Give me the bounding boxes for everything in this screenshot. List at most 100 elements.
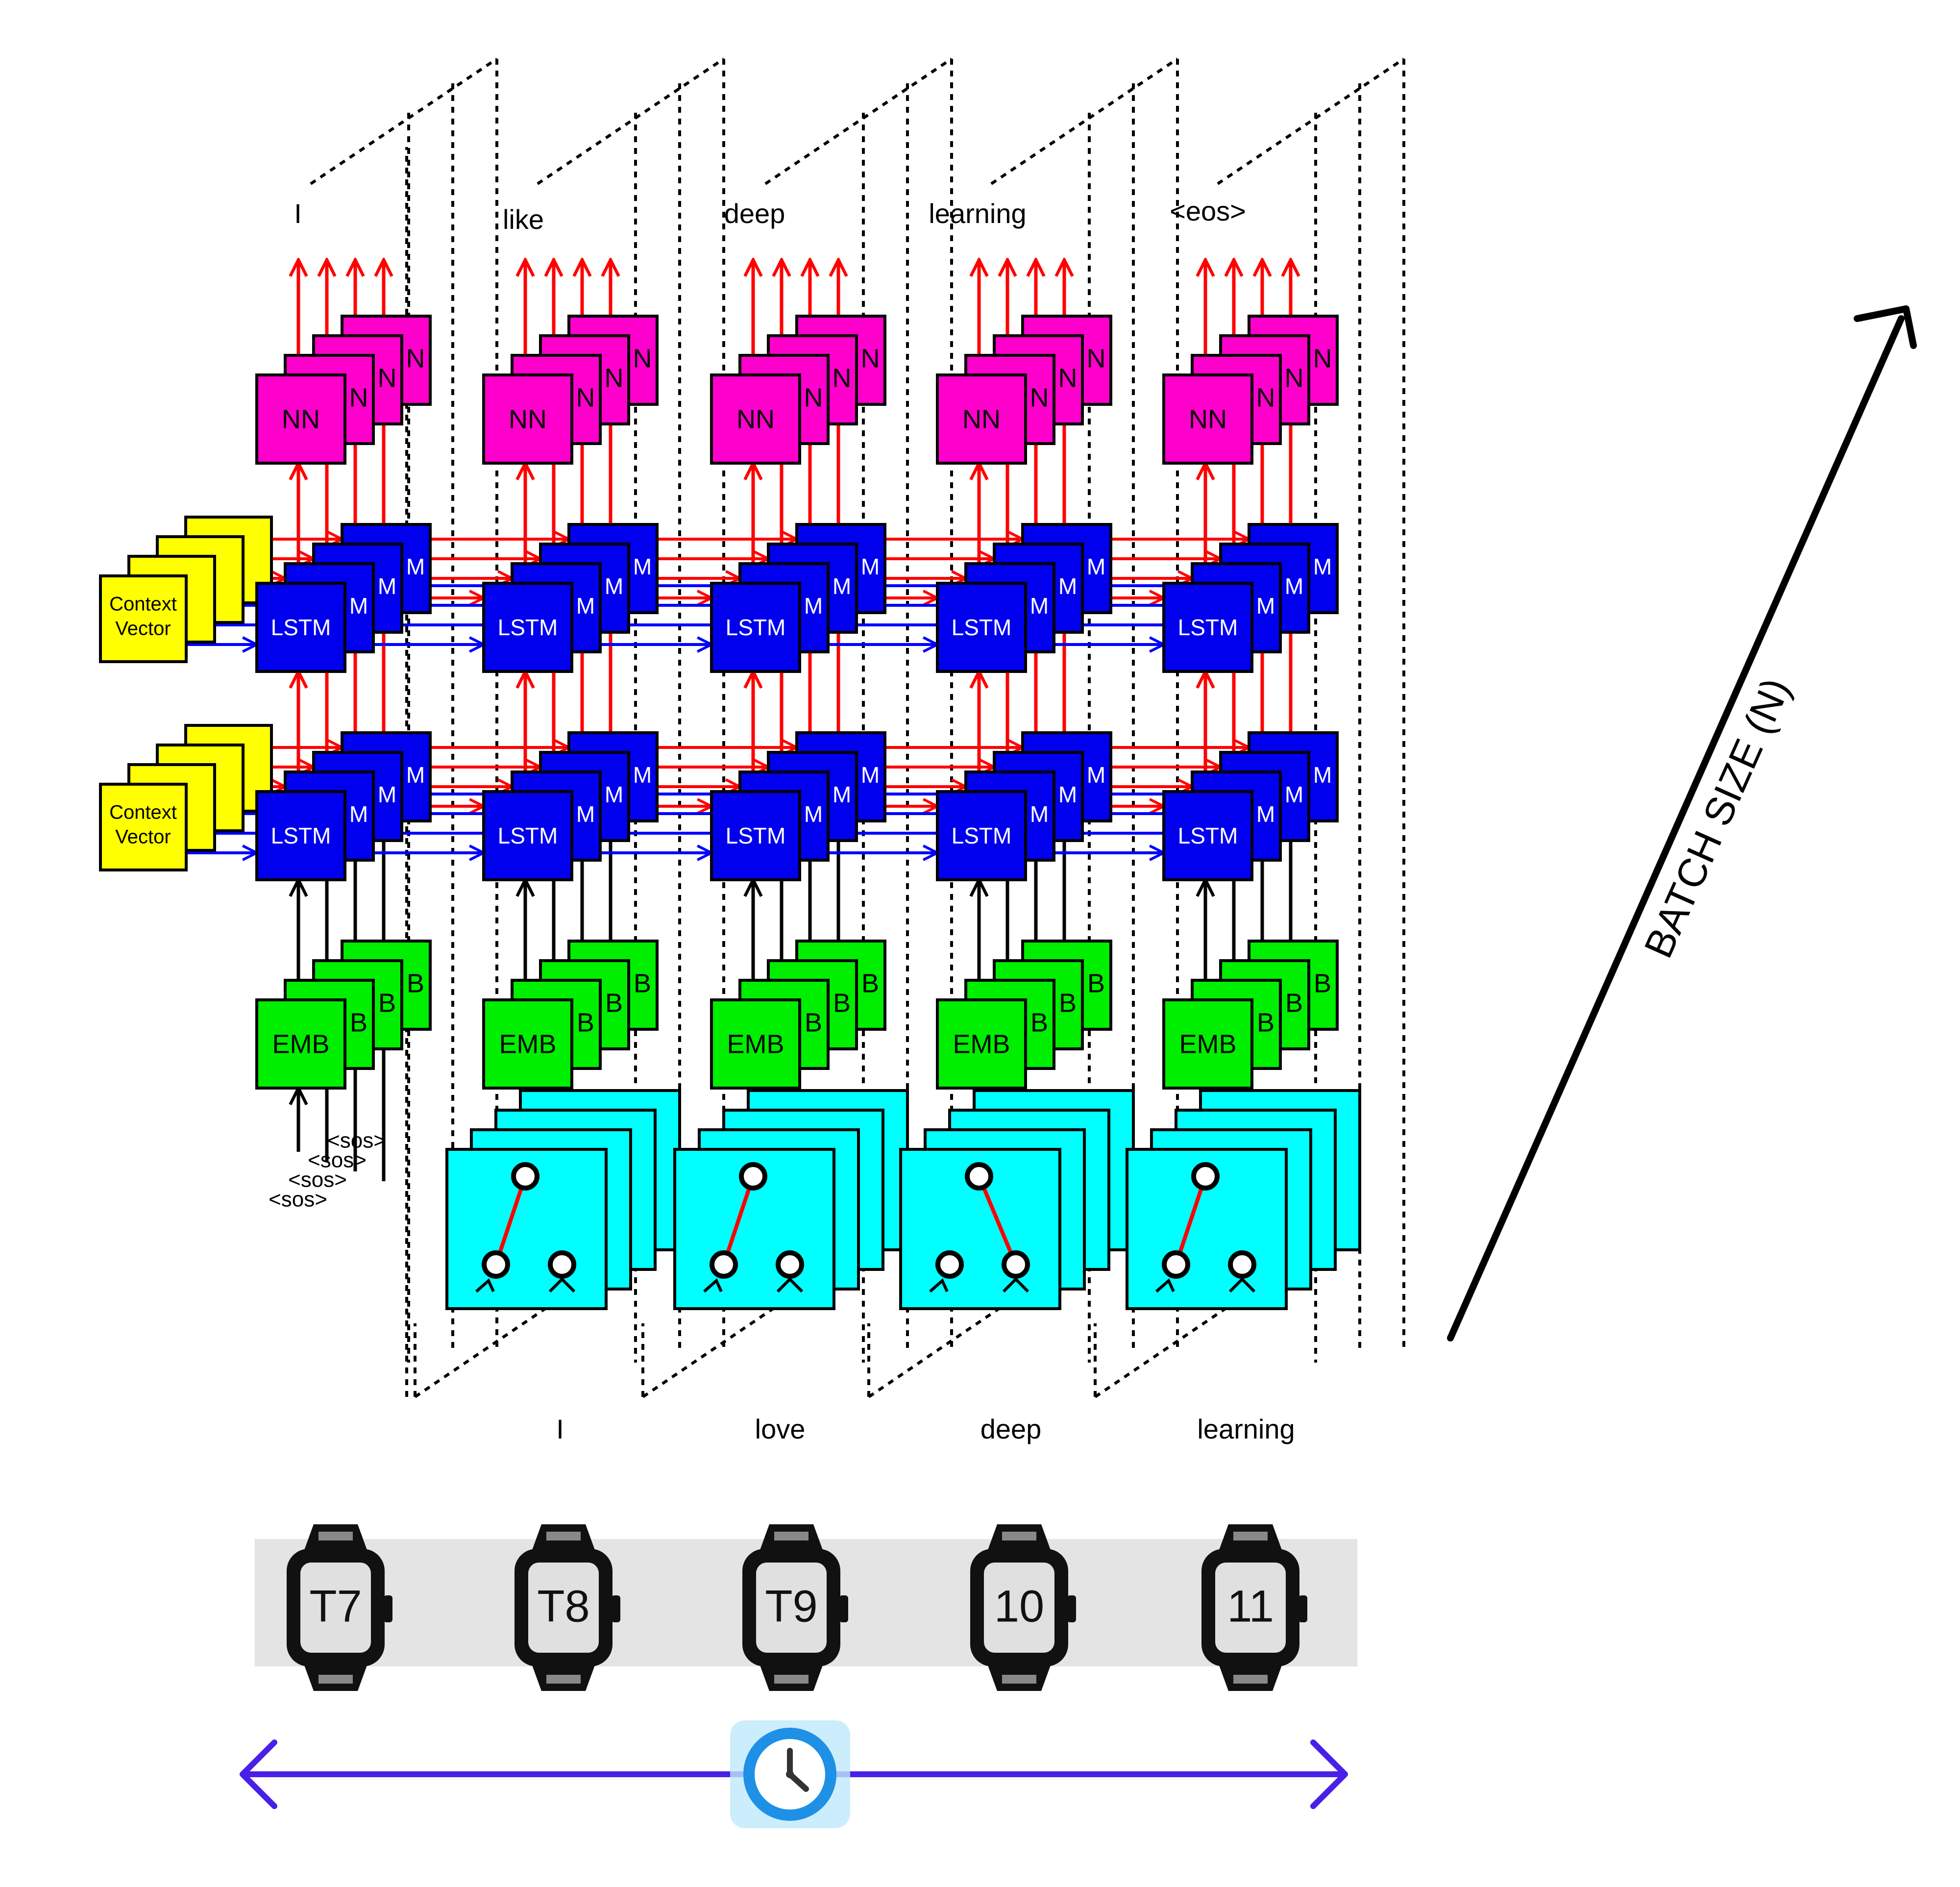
emb-block-label: B [805, 1008, 822, 1037]
switch-node [482, 1250, 510, 1279]
lstm-layer2-block-label: M [576, 593, 595, 619]
lstm-layer1-label: LSTM [271, 823, 331, 848]
lstm-layer1-block [255, 790, 346, 881]
nn-block-label: N [1256, 383, 1275, 412]
emb-block-label: B [378, 988, 396, 1018]
lstm-layer2-block [255, 582, 346, 673]
context-vector-label: Context [109, 594, 177, 615]
watch-crown [1298, 1595, 1307, 1622]
switch-input-caret [1155, 1278, 1175, 1293]
switch-input-caret [703, 1278, 723, 1293]
depth-guide-top [310, 57, 498, 185]
emb-block [936, 998, 1027, 1090]
lstm-layer1-block-label: M [349, 801, 368, 827]
lstm-layer1-label: LSTM [498, 823, 558, 848]
nn-label: NN [962, 404, 1001, 434]
watch-strap-band [318, 1532, 353, 1540]
switch-node [965, 1162, 993, 1191]
watch-strap-band [1002, 1675, 1036, 1684]
nn-block-label: N [633, 344, 652, 373]
batch-size-label: BATCH SIZE (N) [1636, 671, 1799, 964]
switch-node [511, 1162, 539, 1191]
switch-lever [977, 1175, 1018, 1266]
switch-lever [722, 1175, 755, 1266]
sos-label: <sos> [327, 1129, 386, 1153]
nn-block [710, 373, 801, 465]
emb-block [255, 998, 346, 1090]
watch-face [528, 1563, 599, 1653]
switch-node [1162, 1250, 1190, 1279]
switch-input-caret [1002, 1277, 1029, 1293]
watch-face [984, 1563, 1054, 1653]
watch-strap-band [318, 1675, 353, 1684]
depth-guide-bottom [642, 1292, 796, 1398]
lstm-layer1-block-label: M [1256, 801, 1275, 827]
lstm-layer2-block-label: M [1030, 593, 1049, 619]
emb-block [482, 998, 573, 1090]
emb-block-label: B [1285, 988, 1303, 1018]
nn-block-label: N [1058, 363, 1078, 393]
switch-input-caret [1228, 1277, 1256, 1293]
input-word: I [556, 1414, 564, 1444]
emb-label: EMB [1179, 1029, 1236, 1059]
depth-guide-top [990, 57, 1178, 185]
lstm-layer2-block-label: M [605, 573, 623, 599]
input-word: learning [1197, 1414, 1295, 1444]
lstm-layer2-block-label: M [1058, 573, 1077, 599]
nn-block-label: N [861, 344, 880, 373]
watch-strap-band [1002, 1532, 1036, 1540]
nn-block-label: N [833, 363, 852, 393]
switch-node [1228, 1250, 1256, 1279]
switch-lever [494, 1175, 527, 1266]
switch-node [776, 1250, 804, 1279]
watch-crown [839, 1595, 848, 1622]
clock-icon [730, 1720, 850, 1828]
watch-strap-band [546, 1675, 581, 1684]
output-word: learning [929, 198, 1026, 229]
selector-stack [445, 1089, 681, 1310]
selector-stack [899, 1089, 1135, 1310]
emb-block-label: B [350, 1008, 368, 1037]
lstm-layer2-block-label: M [633, 554, 652, 579]
nn-label: NN [736, 404, 775, 434]
lstm-layer2-block-label: M [861, 554, 880, 579]
smartwatch-icon: T7 [287, 1524, 392, 1691]
sos-label: <sos> [308, 1148, 367, 1172]
smartwatch-icon: T9 [742, 1524, 848, 1691]
nn-block [255, 373, 346, 465]
lstm-layer1-label: LSTM [726, 823, 786, 848]
smartwatch-icon: 11 [1201, 1524, 1307, 1691]
lstm-layer1-block-label: M [1087, 762, 1105, 788]
lstm-layer2-label: LSTM [271, 615, 331, 640]
nn-block-label: N [605, 363, 624, 393]
lstm-layer2-label: LSTM [498, 615, 558, 640]
emb-block-label: B [634, 968, 651, 998]
lstm-layer1-block [482, 790, 573, 881]
input-word: love [755, 1414, 806, 1444]
output-word: like [503, 204, 544, 235]
lstm-layer2-block [710, 582, 801, 673]
switch-node [935, 1250, 964, 1279]
lstm-layer2-block [1162, 582, 1253, 673]
switch-lever [1174, 1175, 1207, 1266]
nn-block-label: N [1030, 383, 1049, 412]
batch-axis-arrowhead [1854, 305, 1917, 349]
emb-label: EMB [727, 1029, 784, 1059]
emb-block [710, 998, 801, 1090]
lstm-layer2-label: LSTM [726, 615, 786, 640]
emb-block-label: B [1059, 988, 1077, 1018]
emb-block-label: B [407, 968, 424, 998]
nn-label: NN [1189, 404, 1227, 434]
switch-input-caret [475, 1278, 495, 1293]
